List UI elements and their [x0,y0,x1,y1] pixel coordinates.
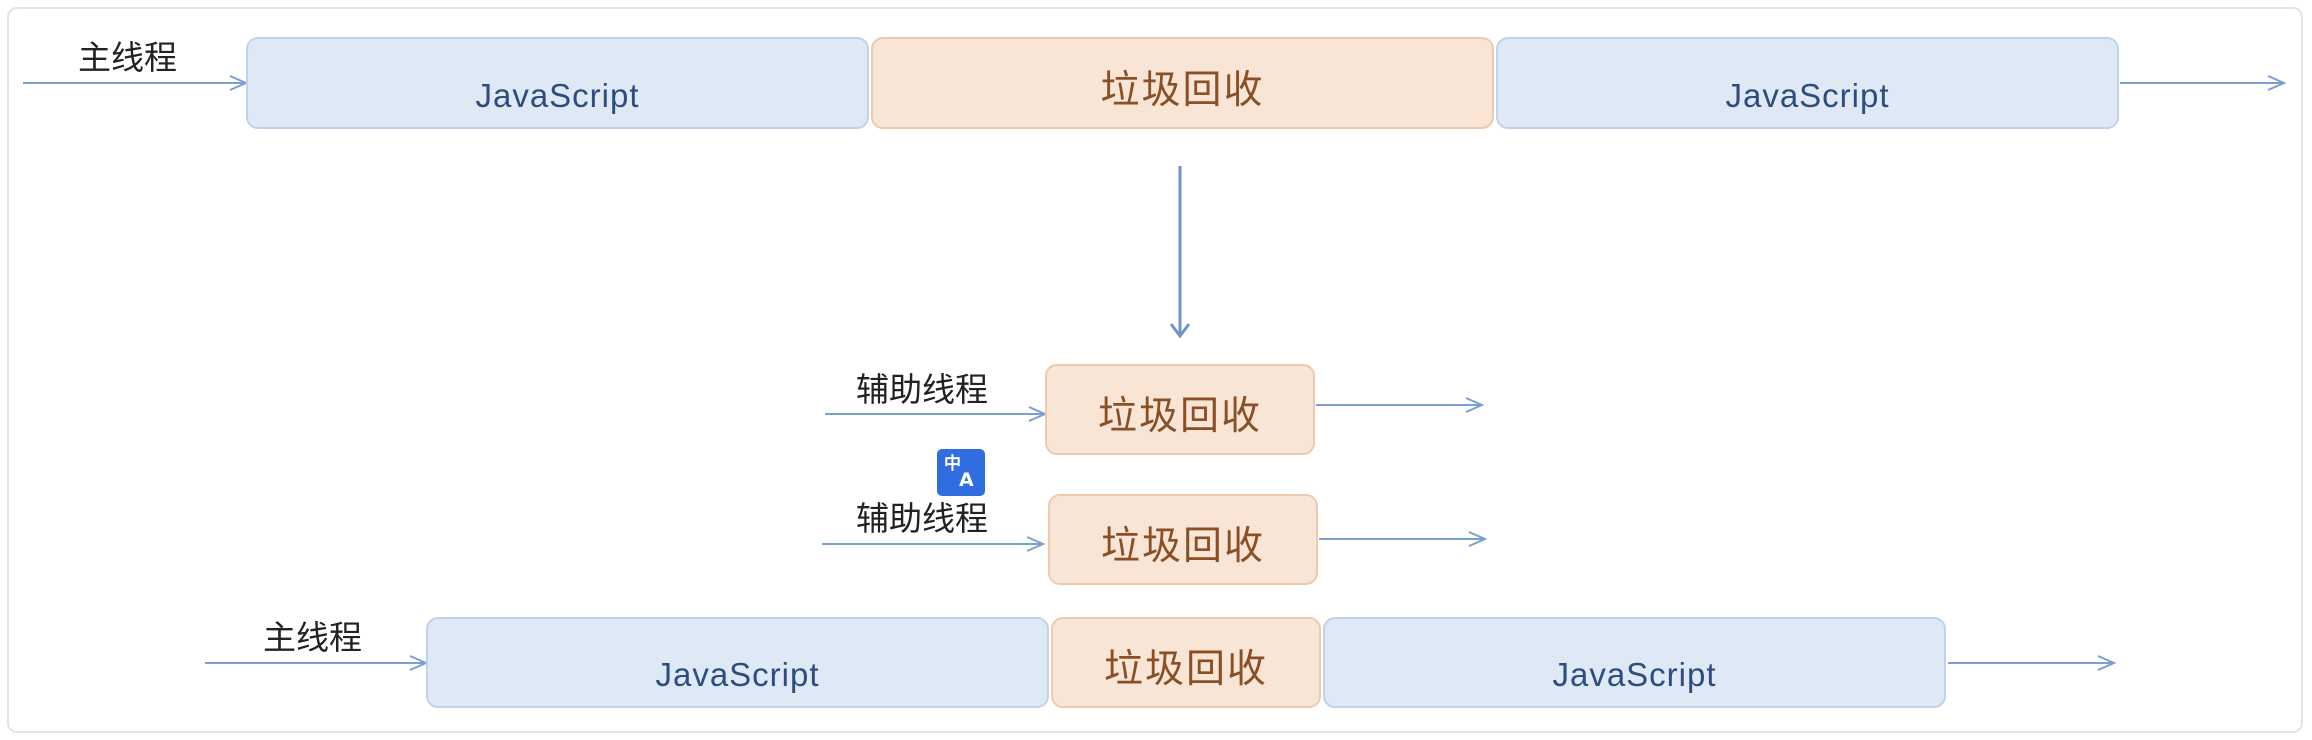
js-block-4: JavaScript [1323,617,1946,708]
helper-thread-1-label: 辅助线程 [856,370,988,409]
js-block-1: JavaScript [246,37,869,129]
js-block-2: JavaScript [1496,37,2119,129]
js-block-3: JavaScript [426,617,1049,708]
helper-thread-2-label: 辅助线程 [856,499,988,538]
gc-block-2: 垃圾回收 [1051,617,1321,708]
gc-helper-block-1: 垃圾回收 [1045,364,1315,455]
main-thread-label: 主线程 [78,38,177,77]
gc-helper-block-2: 垃圾回收 [1048,494,1318,585]
bottom-main-thread-label: 主线程 [263,618,362,657]
gc-block-1: 垃圾回收 [871,37,1494,129]
